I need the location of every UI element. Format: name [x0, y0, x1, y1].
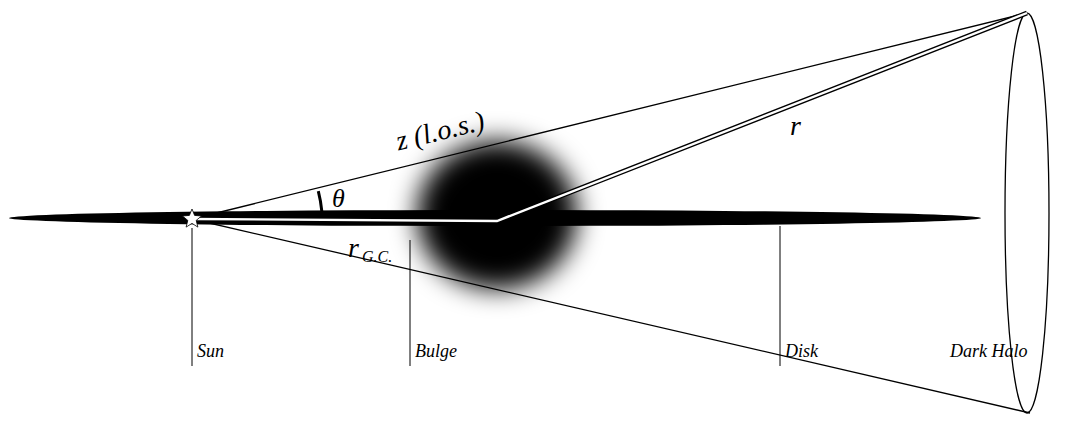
leader-line — [192, 228, 193, 366]
radius-label: r — [790, 112, 801, 140]
radius-line — [192, 13, 1027, 221]
cone-line — [192, 13, 1027, 219]
radius-line — [192, 13, 1027, 221]
bulge-shape — [417, 141, 577, 289]
line-of-sight-label: z (l.o.s.) — [393, 107, 487, 156]
sun-star — [183, 209, 202, 227]
angle-label: θ — [332, 186, 345, 212]
part-name: Dark Halo — [950, 342, 1028, 360]
radius-label: r — [348, 234, 359, 262]
subscript-label: G.C. — [362, 249, 392, 265]
part-name: Sun — [197, 342, 224, 360]
leader-line — [780, 226, 781, 366]
leader-line — [410, 240, 411, 366]
cone-line — [192, 219, 1030, 413]
part-name: Bulge — [415, 342, 457, 360]
angle-arc — [318, 191, 322, 211]
part-name: Disk — [785, 342, 818, 360]
